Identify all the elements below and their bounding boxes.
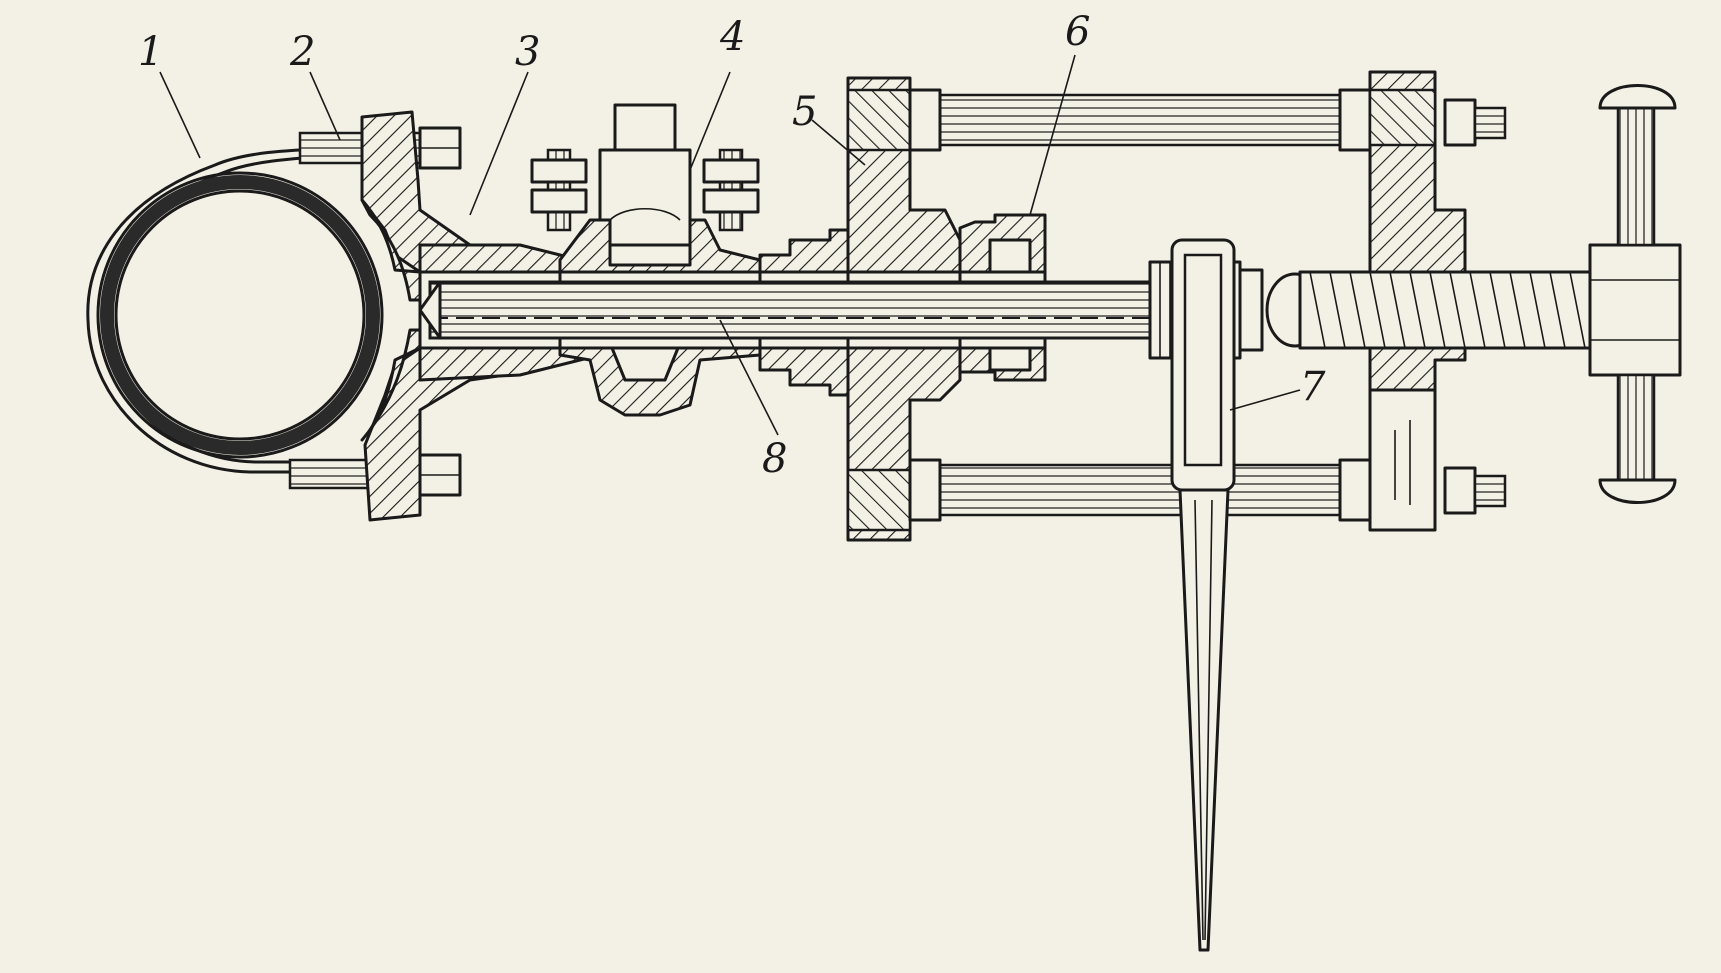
pipe <box>86 145 384 474</box>
callout-3: 3 <box>515 29 540 75</box>
callout-leaders <box>159 54 1301 436</box>
callout-1: 1 <box>138 29 163 75</box>
bottom-tie-rod <box>908 458 1507 522</box>
spindle <box>418 280 1152 340</box>
callout-5: 5 <box>792 89 817 135</box>
callout-2: 2 <box>289 29 315 75</box>
feed-screw <box>1265 270 1592 350</box>
callout-7: 7 <box>1300 364 1326 410</box>
leader-6 <box>1029 54 1076 216</box>
leader-5 <box>811 119 866 166</box>
leader-3 <box>469 71 529 216</box>
ratchet-lever <box>1170 238 1236 952</box>
callout-4: 4 <box>719 14 745 60</box>
top-tie-rod <box>908 88 1507 152</box>
leader-1 <box>159 71 201 159</box>
leader-2 <box>309 71 341 141</box>
valve-body <box>530 103 762 417</box>
leader-7 <box>1229 389 1301 411</box>
callout-8: 8 <box>762 436 787 482</box>
callout-6: 6 <box>1065 9 1090 55</box>
t-handle <box>1588 84 1682 504</box>
leader-8 <box>719 319 779 436</box>
leader-4 <box>689 71 731 171</box>
